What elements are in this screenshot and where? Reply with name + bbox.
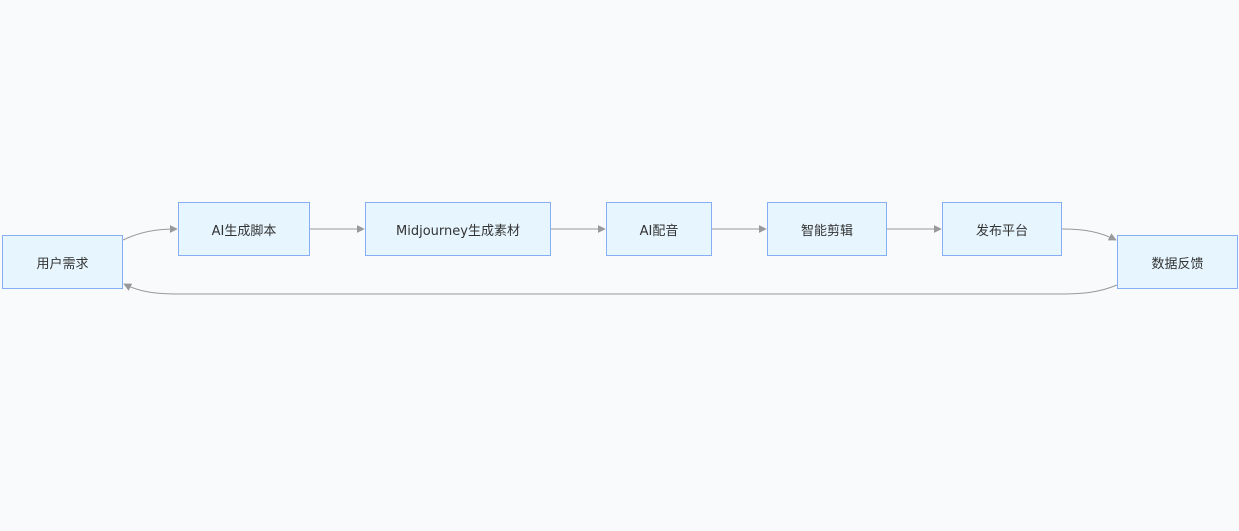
- node-ai-script: AI生成脚本: [178, 202, 310, 256]
- node-label: AI生成脚本: [211, 223, 277, 239]
- node-label: AI配音: [639, 223, 679, 239]
- edge-feedback-to-user: [123, 283, 1118, 295]
- node-label: 发布平台: [975, 223, 1028, 239]
- node-midjourney-assets: Midjourney生成素材: [365, 202, 551, 256]
- node-label: Midjourney生成素材: [396, 223, 520, 239]
- node-label: 用户需求: [36, 256, 89, 272]
- node-data-feedback: 数据反馈: [1117, 235, 1238, 289]
- node-label: 智能剪辑: [800, 223, 853, 239]
- node-smart-editing: 智能剪辑: [767, 202, 887, 256]
- node-user-demand: 用户需求: [2, 235, 123, 289]
- node-publish-platform: 发布平台: [942, 202, 1062, 256]
- edge-publish-to-feedback: [1061, 228, 1117, 241]
- node-label: 数据反馈: [1151, 256, 1204, 272]
- node-ai-voiceover: AI配音: [606, 202, 712, 256]
- edge-user-to-script: [122, 225, 178, 241]
